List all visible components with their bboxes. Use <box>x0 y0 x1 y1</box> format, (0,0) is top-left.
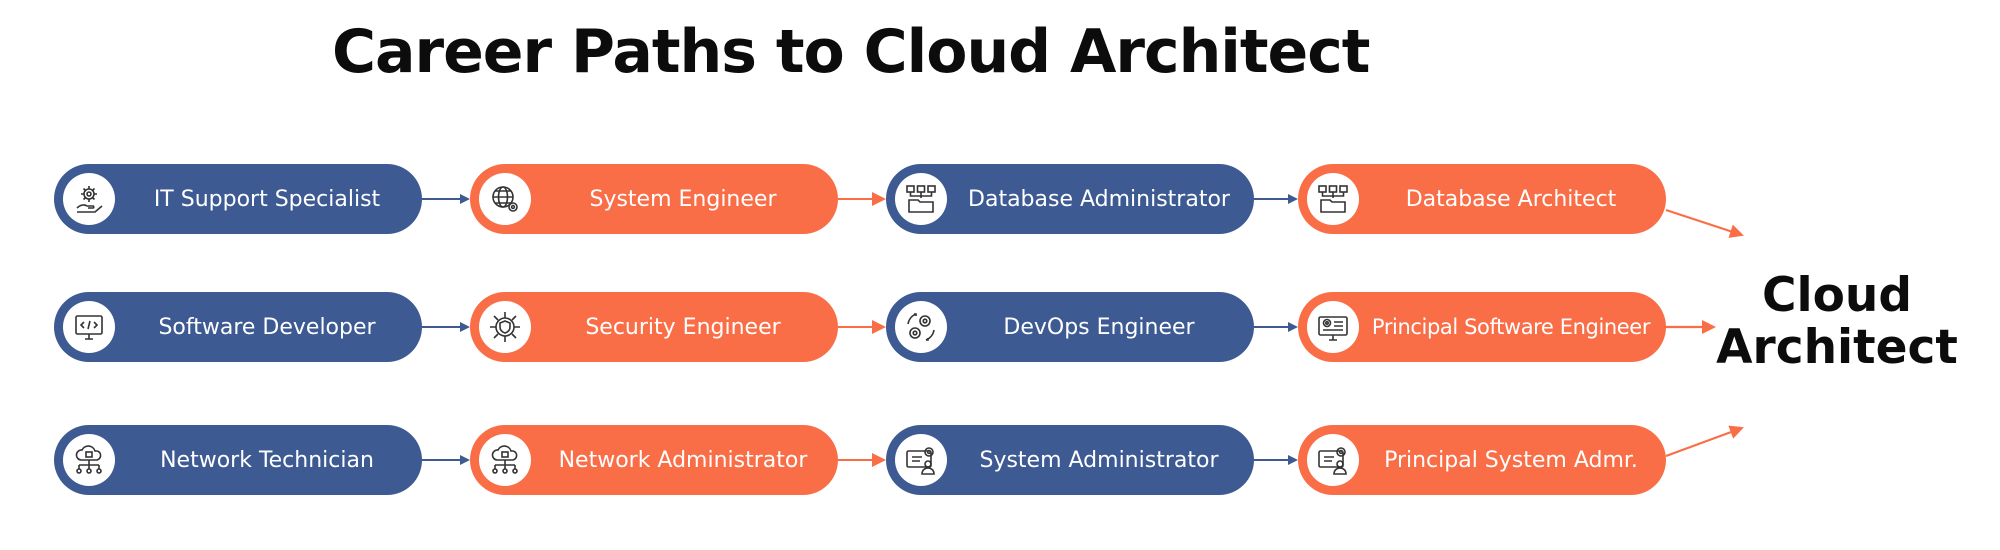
node-network-technician: Network Technician <box>54 425 422 495</box>
node-system-administrator: System Administrator <box>886 425 1254 495</box>
page-title: Career Paths to Cloud Architect <box>332 17 1370 87</box>
node-label: Principal Software Engineer <box>1371 315 1651 339</box>
folder-network-icon <box>895 173 947 225</box>
goal-cloud-architect: Cloud Architect <box>1712 270 1962 373</box>
goal-line1: Cloud <box>1762 268 1912 323</box>
node-software-developer: Software Developer <box>54 292 422 362</box>
cloud-network-icon <box>63 434 115 486</box>
node-it-support-specialist: IT Support Specialist <box>54 164 422 234</box>
shield-chip-icon <box>479 301 531 353</box>
node-devops-engineer: DevOps Engineer <box>886 292 1254 362</box>
node-label: Security Engineer <box>585 314 781 340</box>
arrow-row3-goal <box>1665 425 1744 458</box>
gears-cycle-icon <box>895 301 947 353</box>
admin-monitor-icon <box>1307 434 1359 486</box>
gear-hand-icon <box>63 173 115 225</box>
node-database-administrator: Database Administrator <box>886 164 1254 234</box>
cloud-network-icon <box>479 434 531 486</box>
node-label: Network Technician <box>160 447 374 473</box>
node-label: Database Administrator <box>968 186 1230 212</box>
node-label: IT Support Specialist <box>153 186 381 212</box>
arrow-row1-goal <box>1665 208 1744 238</box>
monitor-gear-icon <box>1307 301 1359 353</box>
node-label: System Administrator <box>979 447 1219 473</box>
node-security-engineer: Security Engineer <box>470 292 838 362</box>
node-database-architect: Database Architect <box>1298 164 1666 234</box>
globe-gear-icon <box>479 173 531 225</box>
folder-network-icon <box>1307 173 1359 225</box>
node-label: Principal System Admr. <box>1384 447 1638 473</box>
node-principal-system-admr: Principal System Admr. <box>1298 425 1666 495</box>
node-label: Network Administrator <box>558 447 808 473</box>
admin-monitor-icon <box>895 434 947 486</box>
node-principal-software-engineer: Principal Software Engineer <box>1298 292 1666 362</box>
goal-line2: Architect <box>1716 319 1958 375</box>
node-label: System Engineer <box>589 186 777 212</box>
node-label: Database Architect <box>1405 186 1617 212</box>
node-network-administrator: Network Administrator <box>470 425 838 495</box>
node-label: Software Developer <box>158 314 376 340</box>
monitor-code-icon <box>63 301 115 353</box>
node-label: DevOps Engineer <box>1003 314 1195 340</box>
node-system-engineer: System Engineer <box>470 164 838 234</box>
